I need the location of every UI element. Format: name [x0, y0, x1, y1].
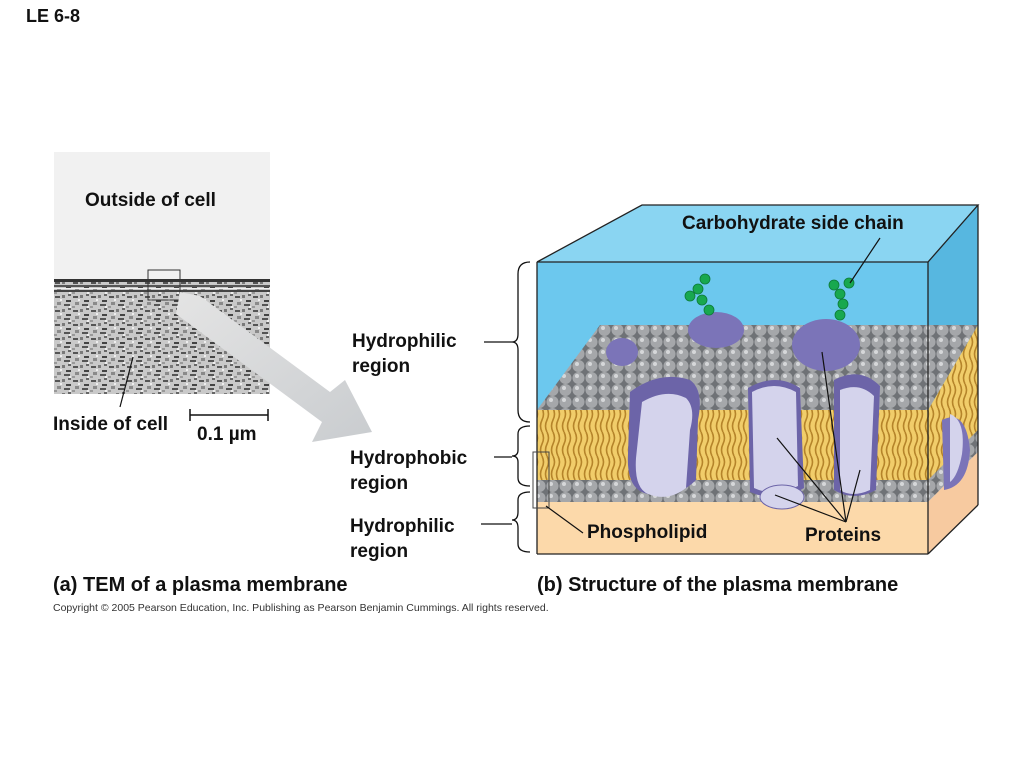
caption-b: (b) Structure of the plasma membrane [537, 574, 898, 597]
carbohydrate-label: Carbohydrate side chain [682, 213, 904, 234]
inside-cell-leader [119, 356, 134, 408]
tem-zoom-box [147, 269, 181, 301]
scale-bar-label: 0.1 µm [197, 424, 257, 445]
inside-cell-label: Inside of cell [53, 414, 169, 435]
tem-micrograph [54, 152, 270, 394]
scale-bar [189, 409, 269, 421]
slide-title: LE 6-8 [26, 6, 81, 26]
membrane-block [532, 204, 980, 555]
phospholipid-label: Phospholipid [587, 522, 708, 543]
outside-cell-label: Outside of cell [85, 190, 216, 211]
leader-lines [545, 237, 881, 534]
copyright-notice: Copyright © 2005 Pearson Education, Inc.… [53, 602, 549, 614]
caption-a: (a) TEM of a plasma membrane [53, 574, 348, 597]
hydrophobic-label: Hydrophobic region [350, 448, 468, 494]
caption-a-letter: (a) [53, 574, 78, 596]
proteins-label: Proteins [805, 525, 882, 546]
hydrophilic-top-label: Hydrophilic region [352, 331, 457, 377]
caption-a-text: TEM of a plasma membrane [83, 574, 348, 596]
caption-b-letter: (b) [537, 574, 563, 596]
zoom-arrow [176, 292, 372, 442]
caption-b-text: Structure of the plasma membrane [568, 574, 899, 596]
hydrophilic-bottom-label: Hydrophilic region [350, 516, 455, 562]
region-brackets [481, 261, 531, 553]
membrane-proteins [606, 312, 970, 510]
